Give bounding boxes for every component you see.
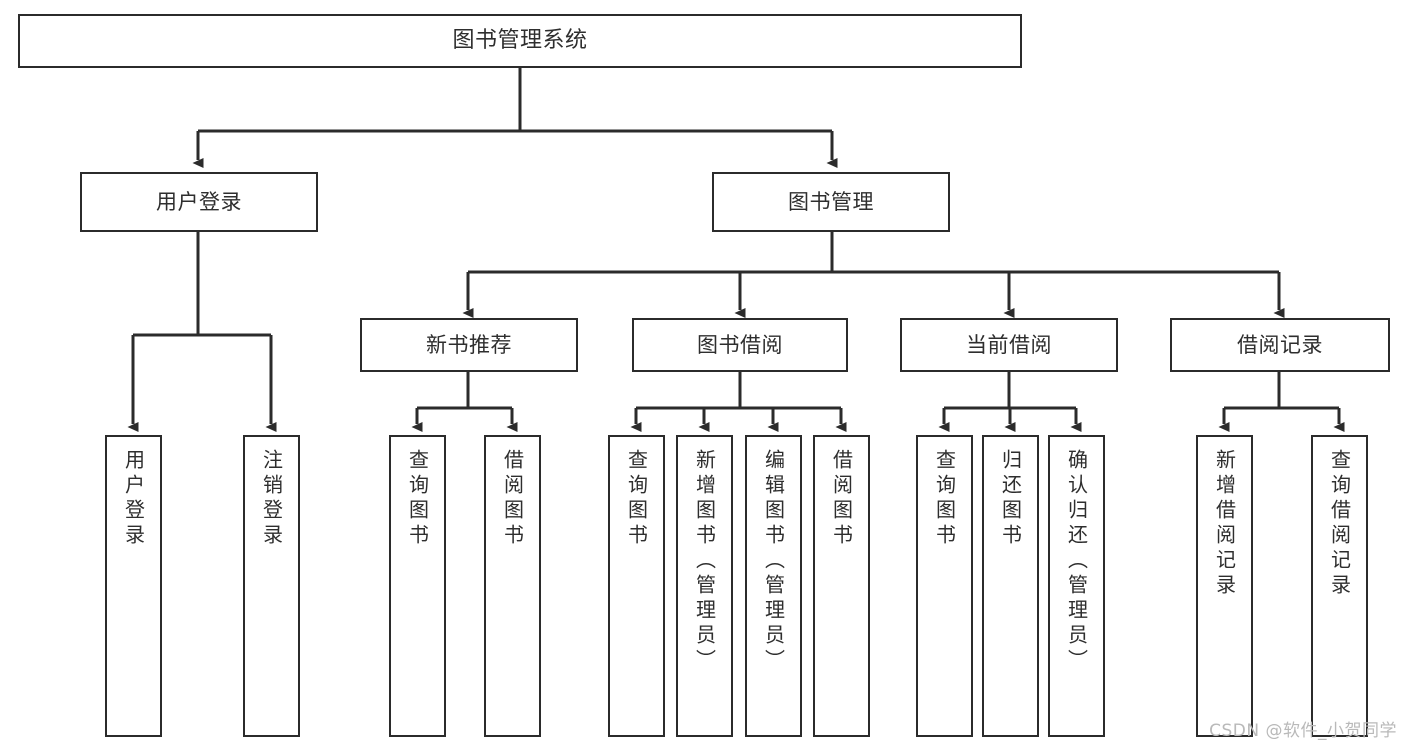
leaf-new-book-query-books[interactable]: 查询图书	[389, 435, 446, 737]
node-label: 用户登录	[121, 449, 146, 549]
node-label: 查询借阅记录	[1327, 449, 1352, 599]
leaf-book-borrow-edit-book-admin[interactable]: 编辑图书（管理员）	[745, 435, 802, 737]
leaf-user-login-logout[interactable]: 注销登录	[243, 435, 300, 737]
node-book-borrowing[interactable]: 图书借阅	[632, 318, 848, 372]
node-label: 查询图书	[405, 449, 430, 549]
leaf-book-borrow-add-book-admin[interactable]: 新增图书（管理员）	[676, 435, 733, 737]
node-label: 新增图书（管理员）	[692, 449, 717, 674]
node-label: 图书管理系统	[452, 28, 588, 54]
node-label: 注销登录	[259, 449, 284, 549]
node-label: 图书管理	[788, 189, 874, 214]
node-label: 图书借阅	[697, 332, 783, 357]
leaf-current-borrow-confirm-return-admin[interactable]: 确认归还（管理员）	[1048, 435, 1105, 737]
leaf-new-book-borrow-books[interactable]: 借阅图书	[484, 435, 541, 737]
node-label: 查询图书	[624, 449, 649, 549]
node-label: 当前借阅	[966, 332, 1052, 357]
leaf-current-borrow-query-books[interactable]: 查询图书	[916, 435, 973, 737]
leaf-current-borrow-return-books[interactable]: 归还图书	[982, 435, 1039, 737]
node-label: 编辑图书（管理员）	[761, 449, 786, 674]
leaf-book-borrow-borrow-books[interactable]: 借阅图书	[813, 435, 870, 737]
node-label: 借阅图书	[500, 449, 525, 549]
node-user-login[interactable]: 用户登录	[80, 172, 318, 232]
node-label: 借阅记录	[1237, 332, 1323, 357]
node-root-book-management-system[interactable]: 图书管理系统	[18, 14, 1022, 68]
node-label: 新增借阅记录	[1212, 449, 1237, 599]
node-label: 归还图书	[998, 449, 1023, 549]
node-new-book-recommendation[interactable]: 新书推荐	[360, 318, 578, 372]
leaf-book-borrow-query-books[interactable]: 查询图书	[608, 435, 665, 737]
node-label: 查询图书	[932, 449, 957, 549]
leaf-borrow-record-query-record[interactable]: 查询借阅记录	[1311, 435, 1368, 737]
node-label: 新书推荐	[426, 332, 512, 357]
leaf-borrow-record-add-record[interactable]: 新增借阅记录	[1196, 435, 1253, 737]
node-label: 确认归还（管理员）	[1064, 449, 1089, 674]
node-label: 用户登录	[156, 189, 242, 214]
node-book-management[interactable]: 图书管理	[712, 172, 950, 232]
node-current-borrowing[interactable]: 当前借阅	[900, 318, 1118, 372]
leaf-user-login-login[interactable]: 用户登录	[105, 435, 162, 737]
watermark-text: CSDN @软件_小贺同学	[1209, 721, 1397, 741]
node-borrow-records[interactable]: 借阅记录	[1170, 318, 1390, 372]
node-label: 借阅图书	[829, 449, 854, 549]
